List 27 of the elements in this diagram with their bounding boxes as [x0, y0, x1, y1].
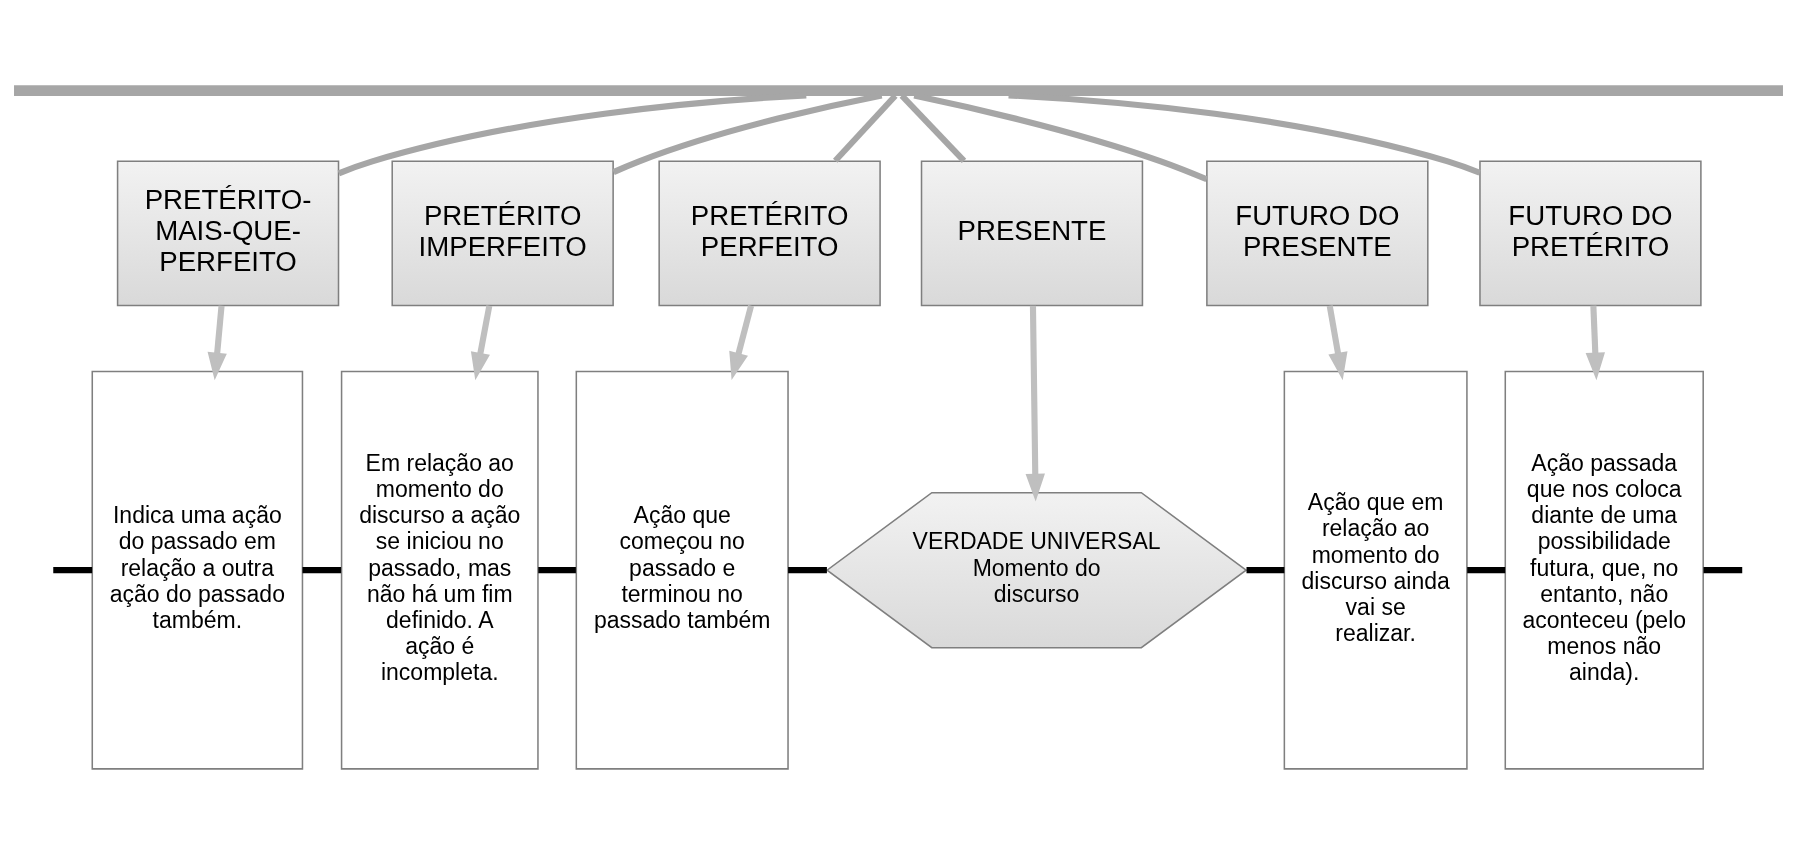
connector [1467, 566, 1506, 573]
node-box: Ação que começou no passado e terminou no passado também [575, 370, 789, 770]
node-box: Indica uma ação do passado em relação a outra ação do passado também. [91, 370, 304, 770]
connector [788, 566, 827, 573]
connector [1703, 566, 1743, 573]
arrow [207, 304, 227, 380]
node-box: Ação que em relação ao momento do discurso ainda vai se realizar. [1283, 370, 1468, 770]
arrow [1025, 305, 1045, 501]
arrow [470, 304, 493, 380]
arrow [729, 304, 755, 380]
connector [302, 566, 342, 573]
arrow [1585, 305, 1605, 380]
node-box: PRETÉRITO PERFEITO [658, 160, 881, 306]
connector [833, 93, 898, 163]
node-box: FUTURO DO PRESENTE [1206, 160, 1429, 306]
node-box: Em relação ao momento do discurso a ação se iniciou no passado, mas não há um fim definido. A ação é incompleta. [340, 370, 539, 770]
node-box: PRETÉRITO IMPERFEITO [391, 160, 614, 306]
node-box: FUTURO DO PRETÉRITO [1479, 160, 1702, 306]
node-box: Ação passada que nos coloca diante de uma possibilidade futura, que, no entanto, não aconteceu (pelo menos não ainda). [1504, 370, 1704, 770]
node-bar [14, 84, 1783, 96]
connector [53, 566, 93, 573]
connector [899, 93, 967, 163]
arrow [1326, 304, 1348, 380]
node-box: PRETÉRITO-MAIS-QUE-PERFEITO [116, 160, 340, 306]
connector [538, 566, 576, 573]
node-box: PRESENTE [920, 160, 1144, 306]
connector [1246, 566, 1285, 573]
